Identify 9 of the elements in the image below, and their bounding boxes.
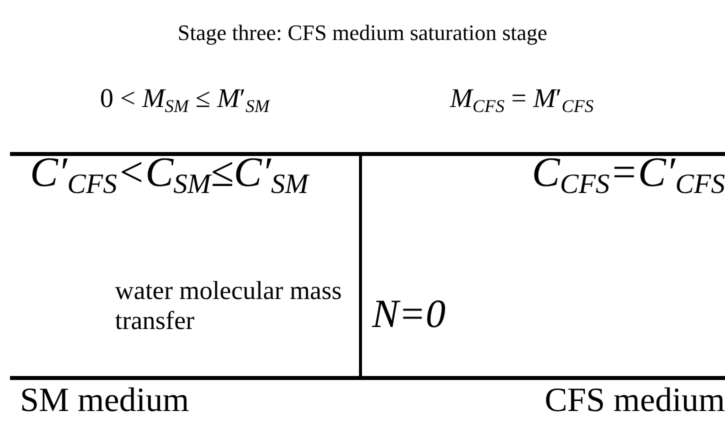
concentration-formula: C$_{CFS}$=C′$_{CFS}$ <box>532 152 725 194</box>
medium-label: CFS medium <box>544 384 725 418</box>
region-note: N=0 <box>372 290 446 338</box>
medium-label: SM medium <box>20 384 190 418</box>
title: Stage three: CFS medium saturation stage <box>176 19 548 47</box>
formula-label: M$_{CFS}$ = M′$_{CFS}$ <box>450 82 594 118</box>
concentration-formula: C′$_{CFS}$<C$_{SM}$≤C′$_{SM}$ <box>30 152 308 194</box>
region-note: water molecular mass transfer <box>115 276 343 336</box>
formula-label: 0 < M$_{SM}$ ≤ M′$_{SM}$ <box>100 82 270 118</box>
